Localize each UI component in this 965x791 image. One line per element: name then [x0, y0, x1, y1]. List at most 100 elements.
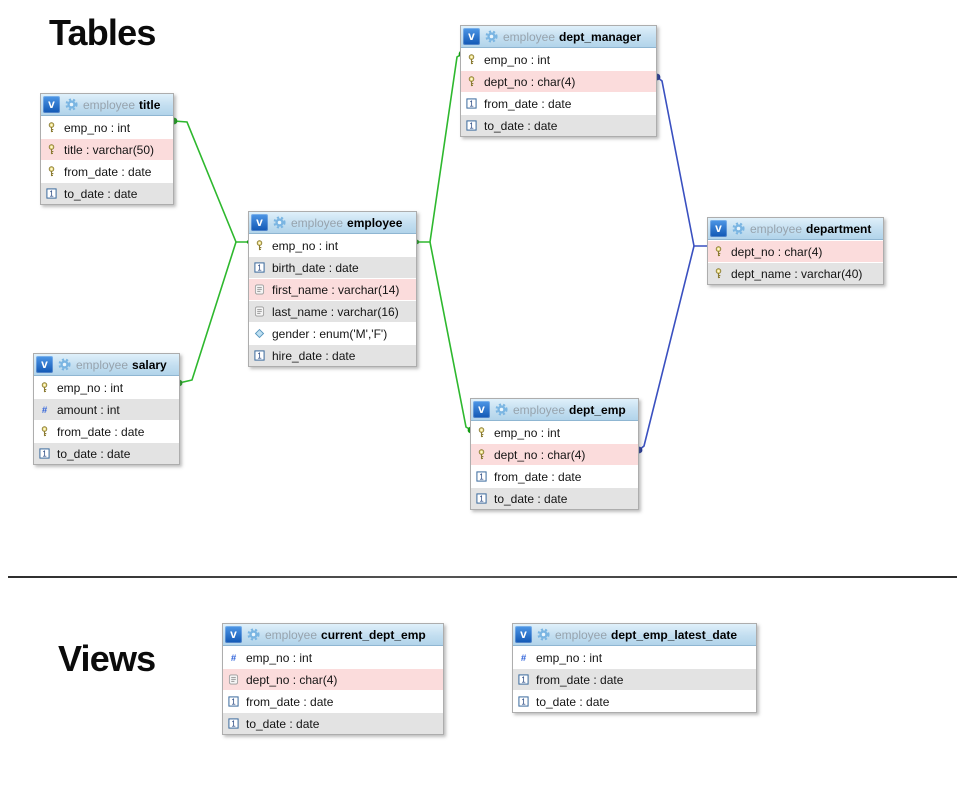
column-row-emp_no[interactable]: emp_no : int — [249, 234, 416, 256]
rel-dept_emp-department[interactable] — [638, 245, 695, 451]
gear-icon[interactable] — [273, 216, 286, 229]
rel-title-employee[interactable] — [173, 120, 248, 243]
schema-name: employee — [513, 402, 566, 417]
column-text: emp_no : int — [57, 380, 124, 395]
svg-text:1: 1 — [479, 494, 483, 503]
column-text: from_date : date — [246, 694, 334, 709]
column-row-emp_no[interactable]: emp_no : int — [34, 376, 179, 398]
enum-icon — [253, 327, 266, 340]
column-text: to_date : date — [484, 118, 558, 133]
date-icon: 1 — [227, 695, 240, 708]
column-text: from_date : date — [484, 96, 572, 111]
rel-employee-dept_emp[interactable] — [429, 241, 472, 431]
date-icon: 1 — [465, 97, 478, 110]
column-row-dept_no[interactable]: dept_no : char(4) — [708, 240, 883, 262]
column-text: from_date : date — [494, 469, 582, 484]
gear-icon[interactable] — [247, 628, 260, 641]
date-icon: 1 — [45, 187, 58, 200]
column-row-emp_no[interactable]: emp_no : int — [471, 421, 638, 443]
table-name: employee — [347, 215, 403, 230]
rel-employee-dept_manager[interactable] — [416, 53, 463, 243]
column-row-title[interactable]: title : varchar(50) — [41, 138, 173, 160]
table-name: salary — [132, 357, 167, 372]
column-row-from_date[interactable]: from_date : date — [34, 420, 179, 442]
column-text: dept_no : char(4) — [484, 74, 576, 89]
key-icon — [253, 239, 266, 252]
column-row-amount[interactable]: #amount : int — [34, 398, 179, 420]
column-text: from_date : date — [64, 164, 152, 179]
rel-dept_manager-department[interactable] — [656, 76, 707, 247]
column-text: hire_date : date — [272, 348, 356, 363]
column-row-last_name[interactable]: last_name : varchar(16) — [249, 300, 416, 322]
svg-text:1: 1 — [521, 697, 525, 706]
column-row-dept_no[interactable]: dept_no : char(4) — [471, 443, 638, 465]
svg-text:1: 1 — [42, 449, 46, 458]
column-row-emp_no[interactable]: # emp_no : int — [513, 646, 756, 668]
gear-icon[interactable] — [537, 628, 550, 641]
column-text: emp_no : int — [494, 425, 561, 440]
column-row-emp_no[interactable]: #emp_no : int — [223, 646, 443, 668]
v-badge-icon: v — [43, 96, 60, 113]
key-icon — [712, 267, 725, 280]
column-row-dept_no[interactable]: dept_no : char(4) — [461, 70, 656, 92]
numeric-icon: # — [517, 651, 530, 664]
table-name: dept_emp — [569, 402, 626, 417]
column-row-dept_name[interactable]: dept_name : varchar(40) — [708, 262, 883, 284]
column-row-gender[interactable]: gender : enum('M','F') — [249, 322, 416, 344]
gear-icon[interactable] — [732, 222, 745, 235]
column-text: emp_no : int — [536, 650, 603, 665]
column-row-from_date[interactable]: 1 from_date : date — [461, 92, 656, 114]
rel-salary-employee[interactable] — [178, 241, 237, 384]
column-row-emp_no[interactable]: emp_no : int — [41, 116, 173, 138]
gear-icon[interactable] — [58, 358, 71, 371]
text-icon — [253, 305, 266, 318]
column-row-first_name[interactable]: first_name : varchar(14) — [249, 278, 416, 300]
v-badge-icon: v — [36, 356, 53, 373]
key-icon — [475, 448, 488, 461]
key-icon — [38, 381, 51, 394]
column-text: dept_name : varchar(40) — [731, 266, 863, 281]
gear-icon[interactable] — [495, 403, 508, 416]
column-row-emp_no[interactable]: emp_no : int — [461, 48, 656, 70]
column-text: emp_no : int — [272, 238, 339, 253]
gear-icon[interactable] — [485, 30, 498, 43]
key-icon — [465, 53, 478, 66]
v-badge-icon: v — [710, 220, 727, 237]
table-name: current_dept_emp — [321, 627, 426, 642]
svg-text:1: 1 — [231, 719, 235, 728]
svg-text:1: 1 — [231, 697, 235, 706]
gear-icon[interactable] — [65, 98, 78, 111]
column-row-from_date[interactable]: 1 from_date : date — [223, 690, 443, 712]
numeric-icon: # — [38, 403, 51, 416]
column-row-from_date[interactable]: from_date : date — [41, 160, 173, 182]
schema-name: employee — [83, 97, 136, 112]
column-row-dept_no[interactable]: dept_no : char(4) — [223, 668, 443, 690]
schema-name: employee — [265, 627, 318, 642]
